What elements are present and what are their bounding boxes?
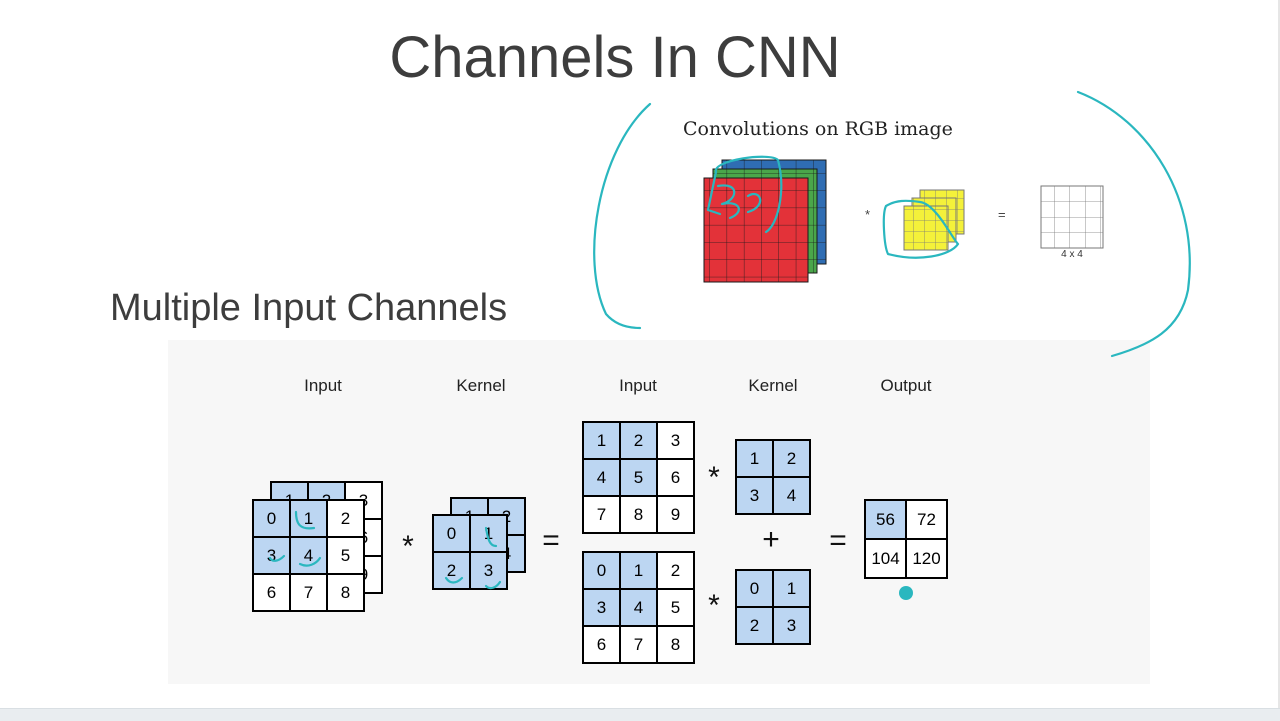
grid-cell: 4 <box>290 537 327 574</box>
grid-cell: 3 <box>253 537 290 574</box>
grid-cell: 4 <box>620 589 657 626</box>
grid-cell: 5 <box>327 537 364 574</box>
grid-cell: 104 <box>865 539 906 578</box>
grid-cell: 1 <box>736 440 773 477</box>
grid-cell: 3 <box>470 552 507 589</box>
rgb-kernel-stack <box>903 189 965 251</box>
rgb-equals-sign: = <box>998 207 1006 222</box>
grid-cell: 8 <box>620 496 657 533</box>
grid-cell: 1 <box>470 515 507 552</box>
grid-cell: 3 <box>773 607 810 644</box>
label-kernel-split: Kernel <box>748 376 798 395</box>
rgb-illustration-title: Convolutions on RGB image <box>683 118 953 140</box>
label-input-split: Input <box>619 376 657 395</box>
grid-cell: 1 <box>290 500 327 537</box>
multiply-sign: * <box>402 530 414 563</box>
grid-cell: 5 <box>620 459 657 496</box>
grid-cell: 3 <box>736 477 773 514</box>
grid-cell: 1 <box>620 552 657 589</box>
equals-sign-left: = <box>542 524 560 557</box>
grid-cell: 1 <box>583 422 620 459</box>
grid-cell: 4 <box>583 459 620 496</box>
multiply-sign-channel-2: * <box>708 589 720 622</box>
grid-cell: 0 <box>583 552 620 589</box>
grid-cell: 6 <box>253 574 290 611</box>
grid-cell: 2 <box>657 552 694 589</box>
grid-cell: 0 <box>433 515 470 552</box>
rgb-multiply-sign: * <box>865 207 871 222</box>
multiply-sign-channel-1: * <box>708 461 720 494</box>
grid-cell: 9 <box>657 496 694 533</box>
grid-cell: 6 <box>657 459 694 496</box>
grid-cell: 7 <box>290 574 327 611</box>
grid-cell: 6 <box>583 626 620 663</box>
grid-cell: 56 <box>865 500 906 539</box>
grid-cell: 2 <box>327 500 364 537</box>
grid-cell: 2 <box>773 440 810 477</box>
grid-cell: 3 <box>583 589 620 626</box>
grid-cell: 2 <box>433 552 470 589</box>
rgb-red-channel <box>703 177 809 283</box>
rgb-output-grid <box>1040 185 1104 249</box>
grid-cell: 8 <box>327 574 364 611</box>
grid-cell: 120 <box>906 539 947 578</box>
footer-bar <box>0 708 1280 721</box>
equals-sign-right: = <box>829 524 847 557</box>
label-kernel-stack: Kernel <box>456 376 506 395</box>
grid-cell: 2 <box>736 607 773 644</box>
grid-cell: 7 <box>620 626 657 663</box>
grid-cell: 0 <box>253 500 290 537</box>
plus-sign: + <box>762 523 780 556</box>
grid-cell: 2 <box>620 422 657 459</box>
grid-cell: 7 <box>583 496 620 533</box>
grid-cell: 1 <box>773 570 810 607</box>
grid-cell: 3 <box>657 422 694 459</box>
label-input-stack: Input <box>304 376 342 395</box>
rgb-output-label: 4 x 4 <box>1061 249 1083 260</box>
grid-cell: 4 <box>773 477 810 514</box>
grid-cell: 8 <box>657 626 694 663</box>
grid-cell: 0 <box>736 570 773 607</box>
grid-cell: 5 <box>657 589 694 626</box>
grid-cell: 72 <box>906 500 947 539</box>
label-output: Output <box>880 376 932 395</box>
page-title: Channels In CNN <box>389 25 841 90</box>
section-subtitle: Multiple Input Channels <box>110 287 508 329</box>
